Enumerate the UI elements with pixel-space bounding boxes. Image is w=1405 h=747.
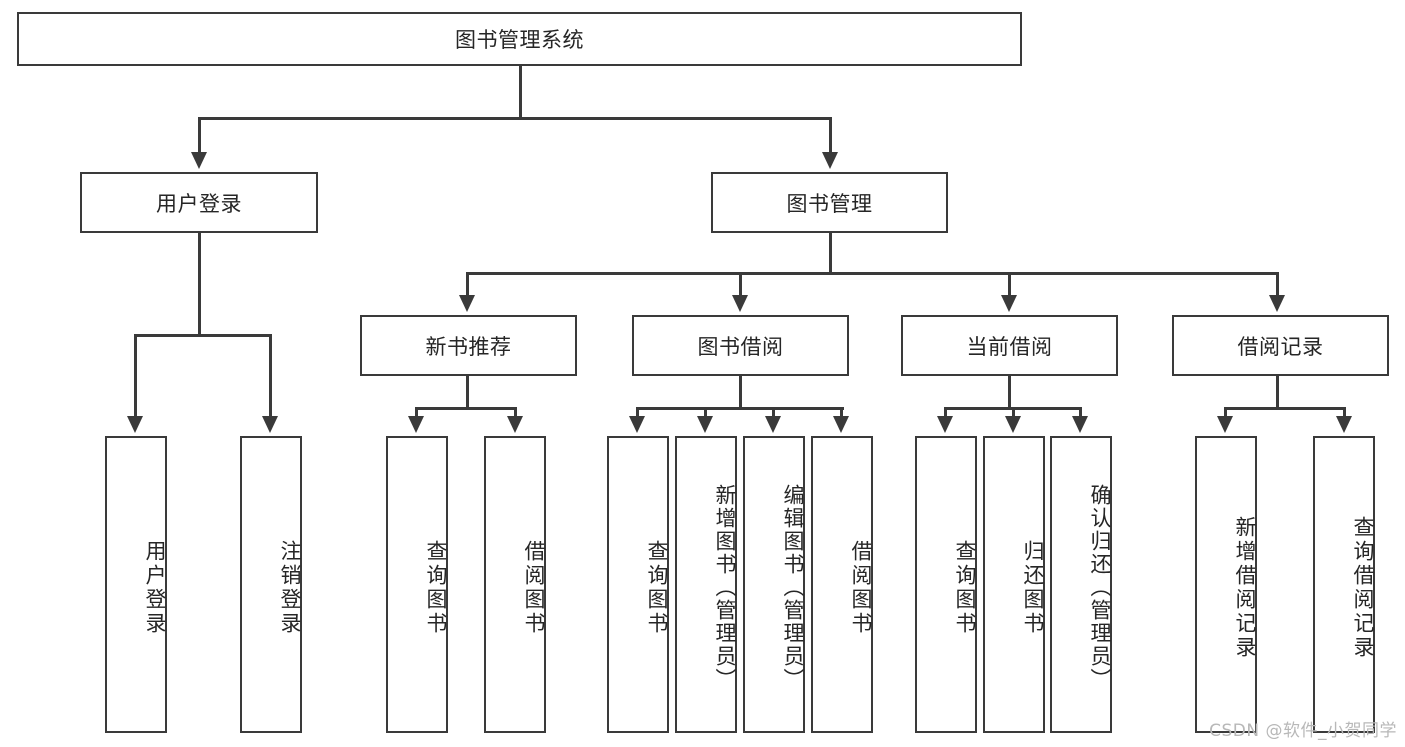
node-label: 图书管理系统 [455,28,584,52]
edge-user-login-stem [198,233,201,334]
edge-root-to-book-mgmt [829,117,832,155]
arrow-current-to-leaf-1 [937,416,953,433]
node-label: 确认归还（管理员） [1088,484,1112,691]
arrow-borrow-to-leaf-2 [697,416,713,433]
edge-current-to-leaf-2 [1012,407,1015,419]
arrow-root-to-user-login [191,152,207,169]
edge-book-mgmt-to-current [1008,272,1011,298]
leaf-new-books-query-book[interactable]: 查询图书 [386,436,448,733]
edge-records-to-leaf-1 [1224,407,1227,419]
watermark-text: CSDN @软件_小贺同学 [1209,721,1397,741]
arrow-records-to-leaf-1 [1217,416,1233,433]
leaf-user-login[interactable]: 用户登录 [105,436,167,733]
arrow-current-to-leaf-2 [1005,416,1021,433]
edge-root-to-user-login [198,117,201,155]
node-label: 新增借阅记录 [1233,515,1257,660]
arrow-book-mgmt-to-borrow [732,295,748,312]
edge-new-books-stem [466,376,469,407]
node-label: 查询图书 [424,539,448,636]
node-label: 查询借阅记录 [1351,515,1375,660]
node-book-management[interactable]: 图书管理 [711,172,948,233]
leaf-new-books-borrow-book[interactable]: 借阅图书 [484,436,546,733]
edge-user-login-bar [134,334,271,337]
edge-book-mgmt-to-new-books [466,272,469,298]
arrow-book-mgmt-to-new-books [459,295,475,312]
leaf-records-add-record[interactable]: 新增借阅记录 [1195,436,1257,733]
edge-book-mgmt-bar [466,272,1279,275]
node-label: 借阅图书 [849,539,873,636]
edge-records-to-leaf-2 [1343,407,1346,419]
node-label: 借阅记录 [1237,334,1324,359]
edge-book-mgmt-stem [829,233,832,272]
edge-new-books-bar [415,407,517,410]
leaf-borrow-add-book-admin[interactable]: 新增图书（管理员） [675,436,737,733]
node-label: 图书借阅 [697,334,784,359]
edge-records-bar [1224,407,1346,410]
leaf-borrow-borrow-book[interactable]: 借阅图书 [811,436,873,733]
node-label: 查询图书 [645,539,669,636]
edge-user-login-to-leaf-2 [269,334,272,419]
arrow-borrow-to-leaf-4 [833,416,849,433]
node-label: 图书管理 [786,191,873,216]
leaf-records-query-record[interactable]: 查询借阅记录 [1313,436,1375,733]
arrow-root-to-book-mgmt [822,152,838,169]
edge-user-login-to-leaf-1 [134,334,137,419]
node-label: 归还图书 [1021,539,1045,636]
edge-records-stem [1276,376,1279,407]
node-label: 注销登录 [278,539,302,636]
arrow-book-mgmt-to-current [1001,295,1017,312]
leaf-borrow-edit-book-admin[interactable]: 编辑图书（管理员） [743,436,805,733]
node-label: 用户登录 [156,191,242,216]
edge-root-bar [198,117,832,120]
node-user-login[interactable]: 用户登录 [80,172,318,233]
edge-book-mgmt-to-borrow [739,272,742,298]
node-label: 新书推荐 [425,334,512,359]
edge-borrow-to-leaf-3 [772,407,775,419]
edge-borrow-bar [636,407,844,410]
node-book-borrow[interactable]: 图书借阅 [632,315,849,376]
edge-current-to-leaf-1 [944,407,947,419]
arrow-new-books-to-leaf-1 [408,416,424,433]
leaf-current-query-book[interactable]: 查询图书 [915,436,977,733]
node-current-borrow[interactable]: 当前借阅 [901,315,1118,376]
edge-borrow-to-leaf-4 [840,407,843,419]
node-borrow-records[interactable]: 借阅记录 [1172,315,1389,376]
edge-borrow-to-leaf-2 [704,407,707,419]
edge-borrow-to-leaf-1 [636,407,639,419]
node-label: 借阅图书 [522,539,546,636]
edge-current-to-leaf-3 [1079,407,1082,419]
edge-new-books-to-leaf-1 [415,407,418,419]
leaf-logout[interactable]: 注销登录 [240,436,302,733]
leaf-current-confirm-return-admin[interactable]: 确认归还（管理员） [1050,436,1112,733]
node-label: 用户登录 [143,539,167,636]
edge-borrow-stem [739,376,742,407]
node-new-book-recommend[interactable]: 新书推荐 [360,315,577,376]
leaf-borrow-query-book[interactable]: 查询图书 [607,436,669,733]
arrow-user-login-to-leaf-2 [262,416,278,433]
arrow-book-mgmt-to-records [1269,295,1285,312]
node-label: 查询图书 [953,539,977,636]
edge-current-stem [1008,376,1011,407]
arrow-current-to-leaf-3 [1072,416,1088,433]
arrow-borrow-to-leaf-1 [629,416,645,433]
arrow-new-books-to-leaf-2 [507,416,523,433]
arrow-records-to-leaf-2 [1336,416,1352,433]
node-root-library-system[interactable]: 图书管理系统 [17,12,1022,66]
node-label: 新增图书（管理员） [713,484,737,691]
arrow-user-login-to-leaf-1 [127,416,143,433]
edge-new-books-to-leaf-2 [514,407,517,419]
arrow-borrow-to-leaf-3 [765,416,781,433]
edge-book-mgmt-to-records [1276,272,1279,298]
node-label: 编辑图书（管理员） [781,484,805,691]
edge-root-stem [519,66,522,117]
leaf-current-return-book[interactable]: 归还图书 [983,436,1045,733]
node-label: 当前借阅 [966,334,1053,359]
